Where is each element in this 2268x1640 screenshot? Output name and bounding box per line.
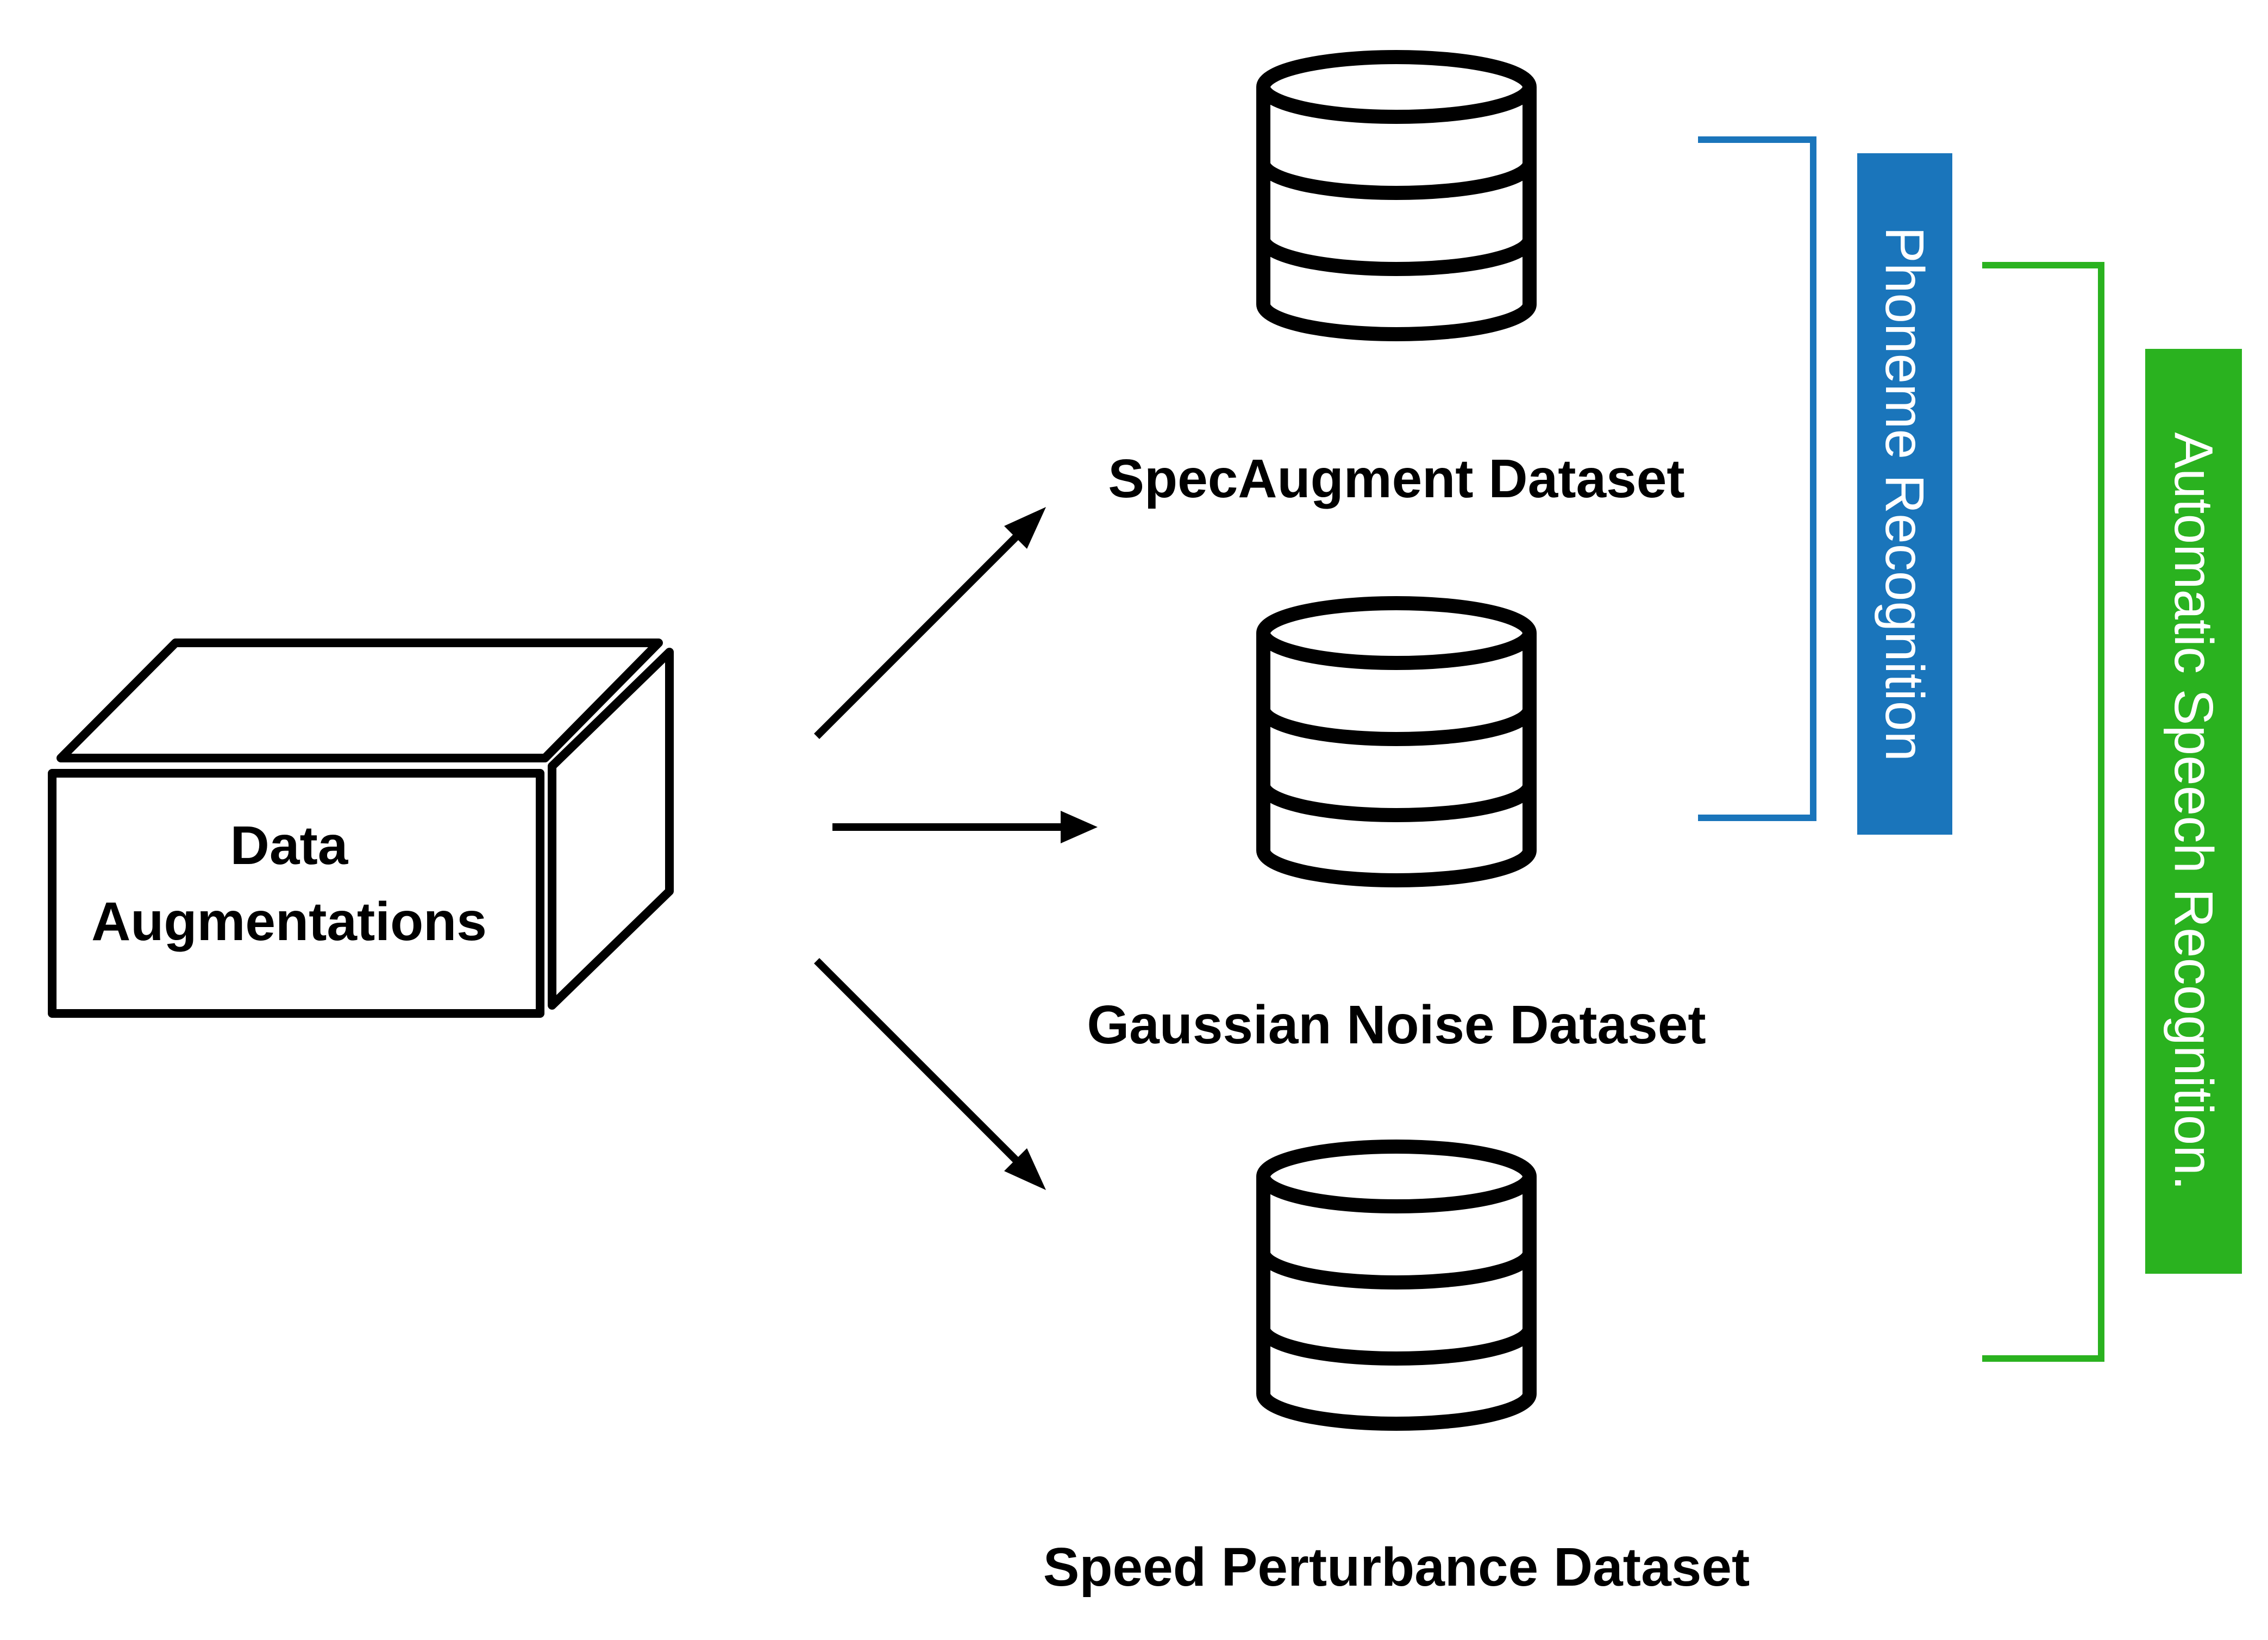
arrow-to-specaugment — [814, 507, 1046, 739]
asr-label: Automatic Speech Recognition. — [2163, 432, 2224, 1190]
dataset-label-speed: Speed Perturbance Dataset — [1043, 1537, 1750, 1598]
database-speed — [1256, 1140, 1537, 1431]
box-side-face — [548, 648, 674, 1010]
arrows — [814, 507, 1098, 1190]
database-icon — [1256, 596, 1537, 887]
dataset-label-specaugment: SpecAugment Dataset — [1108, 448, 1684, 509]
database-gaussian — [1256, 596, 1537, 887]
asr-group: Automatic Speech Recognition. — [1982, 262, 2242, 1362]
asr-label-box — [2145, 349, 2242, 1274]
arrow-to-speed — [814, 958, 1046, 1190]
data-augmentations-box: Data Augmentations — [48, 639, 674, 1018]
arrow-to-gaussian — [832, 811, 1098, 843]
phoneme-recognition-group: Phoneme Recognition — [1698, 136, 1952, 835]
box-top-face — [57, 639, 663, 762]
phoneme-label: Phoneme Recognition — [1874, 227, 1935, 761]
database-icon — [1256, 1140, 1537, 1431]
asr-bracket — [1982, 262, 2104, 1362]
dataset-label-gaussian: Gaussian Noise Dataset — [1087, 994, 1706, 1055]
phoneme-label-box — [1857, 153, 1952, 835]
phoneme-bracket — [1698, 136, 1816, 821]
database-icon — [1256, 50, 1537, 341]
database-specaugment — [1256, 50, 1537, 341]
box-label-line1: Data — [230, 815, 349, 876]
box-label-line2: Augmentations — [91, 891, 487, 952]
box-front-face — [48, 769, 544, 1018]
